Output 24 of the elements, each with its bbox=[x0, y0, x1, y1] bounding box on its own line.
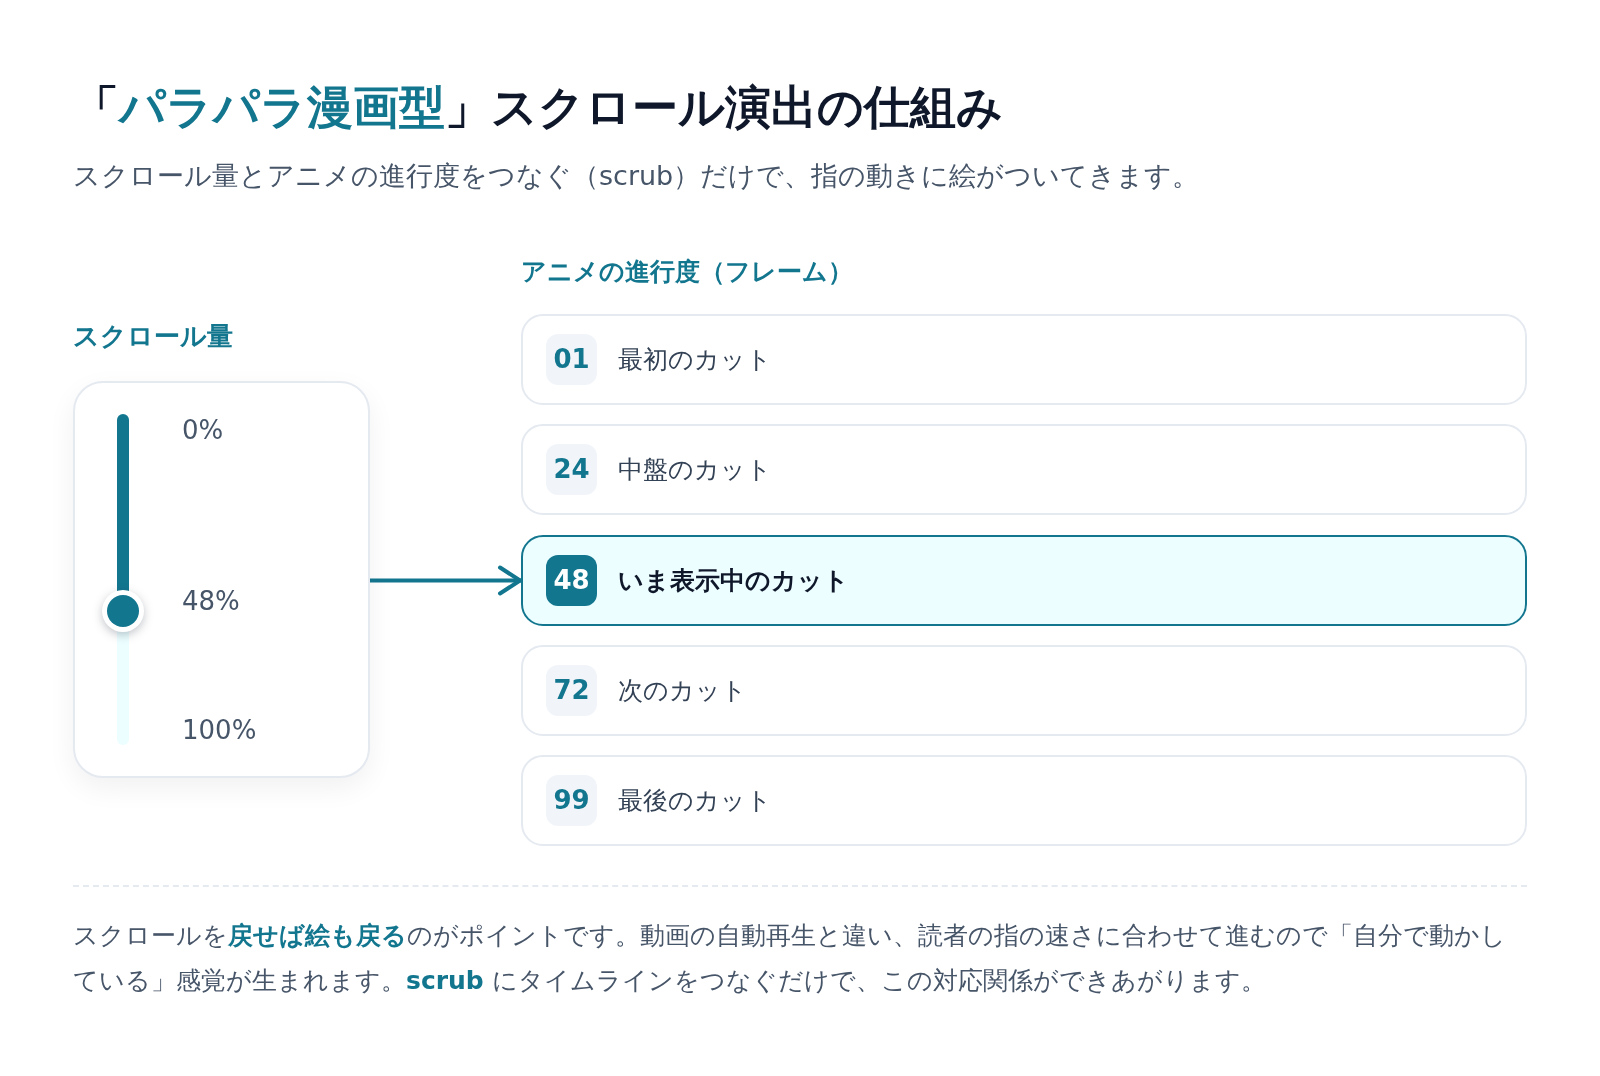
frame-label: 最初のカット bbox=[618, 344, 772, 376]
frame-label: いま表示中のカット bbox=[618, 565, 849, 597]
frame-row bbox=[521, 314, 1527, 405]
frame-label: 次のカット bbox=[618, 675, 747, 707]
frame-row bbox=[521, 424, 1527, 515]
frame-number: 24 bbox=[546, 444, 597, 495]
arrow bbox=[368, 565, 523, 596]
percent-label: 0% bbox=[182, 414, 224, 446]
section-heading: アニメの進行度（フレーム） bbox=[521, 256, 853, 288]
frame-number: 48 bbox=[546, 555, 597, 606]
section-heading: スクロール量 bbox=[73, 320, 233, 353]
frame-number: 99 bbox=[546, 775, 597, 826]
subtitle: スクロール量とアニメの進行度をつなぐ（scrub）だけで、指の動きに絵がついてきます。 bbox=[73, 159, 1200, 193]
frame-number: 01 bbox=[546, 334, 597, 385]
frame-row bbox=[521, 645, 1527, 736]
percent-label: 48% bbox=[182, 585, 240, 617]
title: 「パラパラ漫画型」スクロール演出の仕組み bbox=[73, 79, 1003, 135]
frame-label: 中盤のカット bbox=[618, 454, 772, 486]
current-frame-row bbox=[521, 535, 1527, 626]
frame-label: 最後のカット bbox=[618, 785, 772, 817]
percent-label: 100% bbox=[182, 714, 257, 746]
frame-number: 72 bbox=[546, 665, 597, 716]
frame-row bbox=[521, 755, 1527, 846]
body-text: スクロールを戻せば絵も戻るのがポイントです。動画の自動再生と違い、読者の指の速さに合わせて進むので「自分で動かしている」感覚が生まれます。scrub にタイムラインをつなぐだけで、この対応関係ができあがります。 bbox=[73, 920, 1507, 997]
